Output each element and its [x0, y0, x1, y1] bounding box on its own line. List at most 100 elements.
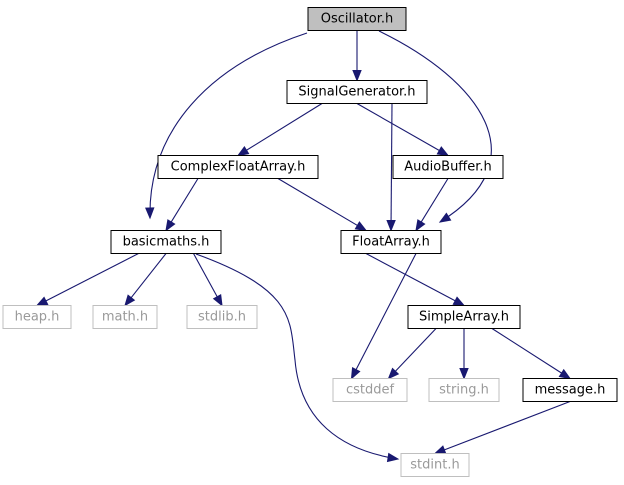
graph-nodes: Oscillator.hSignalGenerator.hComplexFloa…	[2, 7, 618, 477]
edge-line	[394, 328, 437, 373]
node-simplearray[interactable]: SimpleArray.h	[407, 305, 521, 329]
edge-line	[170, 178, 199, 224]
node-box	[286, 80, 428, 104]
node-label: stdlib.h	[198, 310, 246, 325]
edge-simplearray-to-cstddef	[387, 328, 437, 380]
arrowhead-icon	[386, 452, 400, 463]
node-box	[307, 7, 407, 31]
arrowhead-icon	[452, 296, 466, 307]
node-basicmaths[interactable]: basicmaths.h	[110, 230, 222, 254]
edge-basicmaths-to-math	[124, 253, 167, 307]
edge-signalgenerator-to-floatarray	[386, 103, 396, 232]
edge-oscillator-to-basicmaths	[145, 32, 308, 220]
arrowhead-icon	[438, 212, 452, 223]
edge-simplearray-to-string	[459, 328, 469, 380]
node-box	[332, 378, 408, 402]
edge-line	[130, 253, 167, 299]
node-label: SignalGenerator.h	[298, 85, 415, 100]
edge-line	[378, 30, 492, 223]
node-box	[92, 305, 158, 329]
arrowhead-icon	[436, 146, 450, 157]
arrowhead-icon	[145, 207, 155, 220]
arrowhead-icon	[124, 294, 136, 307]
node-label: Oscillator.h	[321, 12, 394, 27]
edge-line	[491, 328, 563, 375]
edge-oscillator-to-signalgenerator	[352, 30, 362, 82]
node-box	[2, 305, 72, 329]
edge-complexfloatarray-to-basicmaths	[165, 178, 199, 232]
node-label: AudioBuffer.h	[404, 160, 492, 175]
edge-line	[193, 253, 219, 298]
edge-line	[245, 103, 323, 152]
node-box	[157, 155, 319, 179]
edge-line	[390, 103, 393, 222]
node-message[interactable]: message.h	[522, 378, 618, 402]
arrowhead-icon	[352, 70, 362, 82]
arrowhead-icon	[354, 221, 368, 232]
node-label: message.h	[535, 383, 606, 398]
edge-basicmaths-to-stdlib	[193, 253, 223, 307]
edge-line	[365, 253, 457, 302]
edge-complexfloatarray-to-floatarray	[277, 178, 368, 232]
edge-message-to-stdint	[433, 400, 571, 455]
node-floatarray[interactable]: FloatArray.h	[340, 230, 442, 254]
arrowhead-icon	[459, 368, 469, 380]
node-box	[392, 155, 504, 179]
node-audiobuffer[interactable]: AudioBuffer.h	[392, 155, 504, 179]
edge-signalgenerator-to-complexfloatarray	[236, 103, 323, 157]
node-box	[110, 230, 222, 254]
node-label: math.h	[102, 310, 148, 325]
edge-line	[356, 103, 441, 152]
edge-oscillator-to-floatarray	[378, 30, 492, 223]
node-stdint: stdint.h	[400, 453, 470, 477]
edge-line	[195, 253, 399, 460]
node-cstddef: cstddef	[332, 378, 408, 402]
edge-line	[420, 178, 449, 224]
graph-edges	[35, 30, 572, 463]
node-label: SimpleArray.h	[419, 310, 509, 325]
node-box	[407, 305, 521, 329]
arrowhead-icon	[558, 368, 572, 380]
node-box	[186, 305, 258, 329]
edge-basicmaths-to-heap	[35, 253, 139, 307]
edge-audiobuffer-to-floatarray	[415, 178, 449, 232]
arrowhead-icon	[35, 296, 49, 307]
arrowhead-icon	[212, 294, 223, 307]
edge-simplearray-to-message	[491, 328, 572, 380]
node-stdlib: stdlib.h	[186, 305, 258, 329]
edge-line	[443, 400, 571, 451]
edge-line	[149, 32, 308, 219]
node-box	[522, 378, 618, 402]
node-complexfloatarray[interactable]: ComplexFloatArray.h	[157, 155, 319, 179]
edge-basicmaths-to-stdint	[195, 253, 400, 463]
node-label: string.h	[439, 383, 489, 398]
node-heap: heap.h	[2, 305, 72, 329]
arrowhead-icon	[386, 219, 396, 232]
edge-line	[355, 253, 417, 371]
node-math: math.h	[92, 305, 158, 329]
arrowhead-icon	[165, 219, 176, 232]
arrowhead-icon	[236, 145, 250, 157]
arrowhead-icon	[433, 445, 447, 455]
node-box	[340, 230, 442, 254]
node-label: FloatArray.h	[352, 235, 430, 250]
edge-floatarray-to-cstddef	[350, 253, 417, 380]
node-signalgenerator[interactable]: SignalGenerator.h	[286, 80, 428, 104]
node-box	[428, 378, 500, 402]
node-box	[400, 453, 470, 477]
node-label: ComplexFloatArray.h	[171, 160, 306, 175]
edge-line	[44, 253, 139, 302]
arrowhead-icon	[350, 366, 361, 380]
arrowhead-icon	[387, 367, 400, 380]
node-oscillator[interactable]: Oscillator.h	[307, 7, 407, 31]
edge-signalgenerator-to-audiobuffer	[356, 103, 450, 157]
arrowhead-icon	[415, 219, 426, 232]
edge-floatarray-to-simplearray	[365, 253, 466, 307]
node-label: stdint.h	[410, 458, 459, 473]
node-label: cstddef	[346, 383, 395, 398]
node-string: string.h	[428, 378, 500, 402]
node-label: heap.h	[15, 310, 60, 325]
edge-line	[277, 178, 359, 227]
node-label: basicmaths.h	[123, 235, 210, 250]
